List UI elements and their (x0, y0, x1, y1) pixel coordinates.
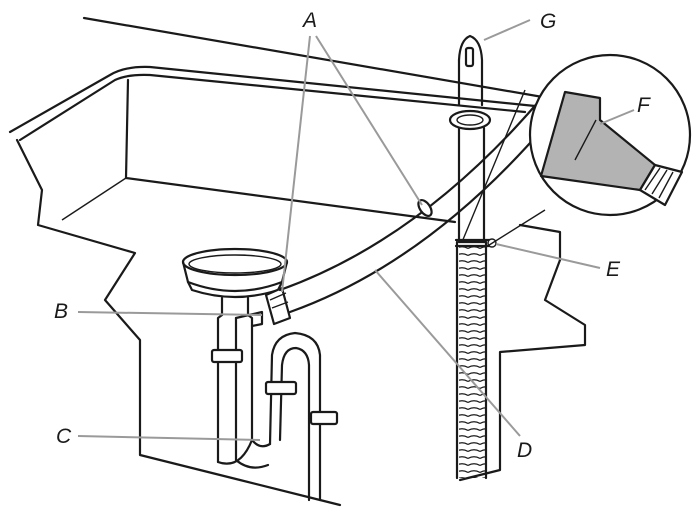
drain-tailpiece-and-trap (210, 310, 339, 502)
corrugated-drain-pipe (457, 240, 487, 478)
countertop (8, 16, 562, 142)
hose-clamp (264, 286, 292, 326)
hose-end-connector (638, 163, 684, 207)
leader-a-2 (315, 35, 423, 206)
label-g: G (540, 10, 556, 33)
label-d: D (517, 439, 532, 462)
label-c: C (56, 425, 72, 448)
sink-basin (15, 78, 587, 507)
detail-magnifier (461, 53, 692, 248)
label-b: B (54, 300, 68, 323)
leader-d (374, 269, 521, 437)
leader-a-1 (281, 35, 311, 293)
leader-b (77, 311, 263, 316)
leader-f (599, 109, 635, 125)
label-e: E (606, 258, 621, 281)
leader-e (495, 243, 601, 269)
air-gap-standpipe (448, 34, 492, 480)
label-f: F (637, 94, 651, 117)
leader-g (483, 19, 531, 41)
leader-lines (77, 19, 635, 441)
dishwasher-drain-hose (278, 98, 554, 314)
label-a: A (301, 9, 317, 32)
drain-funnel (181, 247, 289, 317)
leader-c (77, 435, 261, 441)
